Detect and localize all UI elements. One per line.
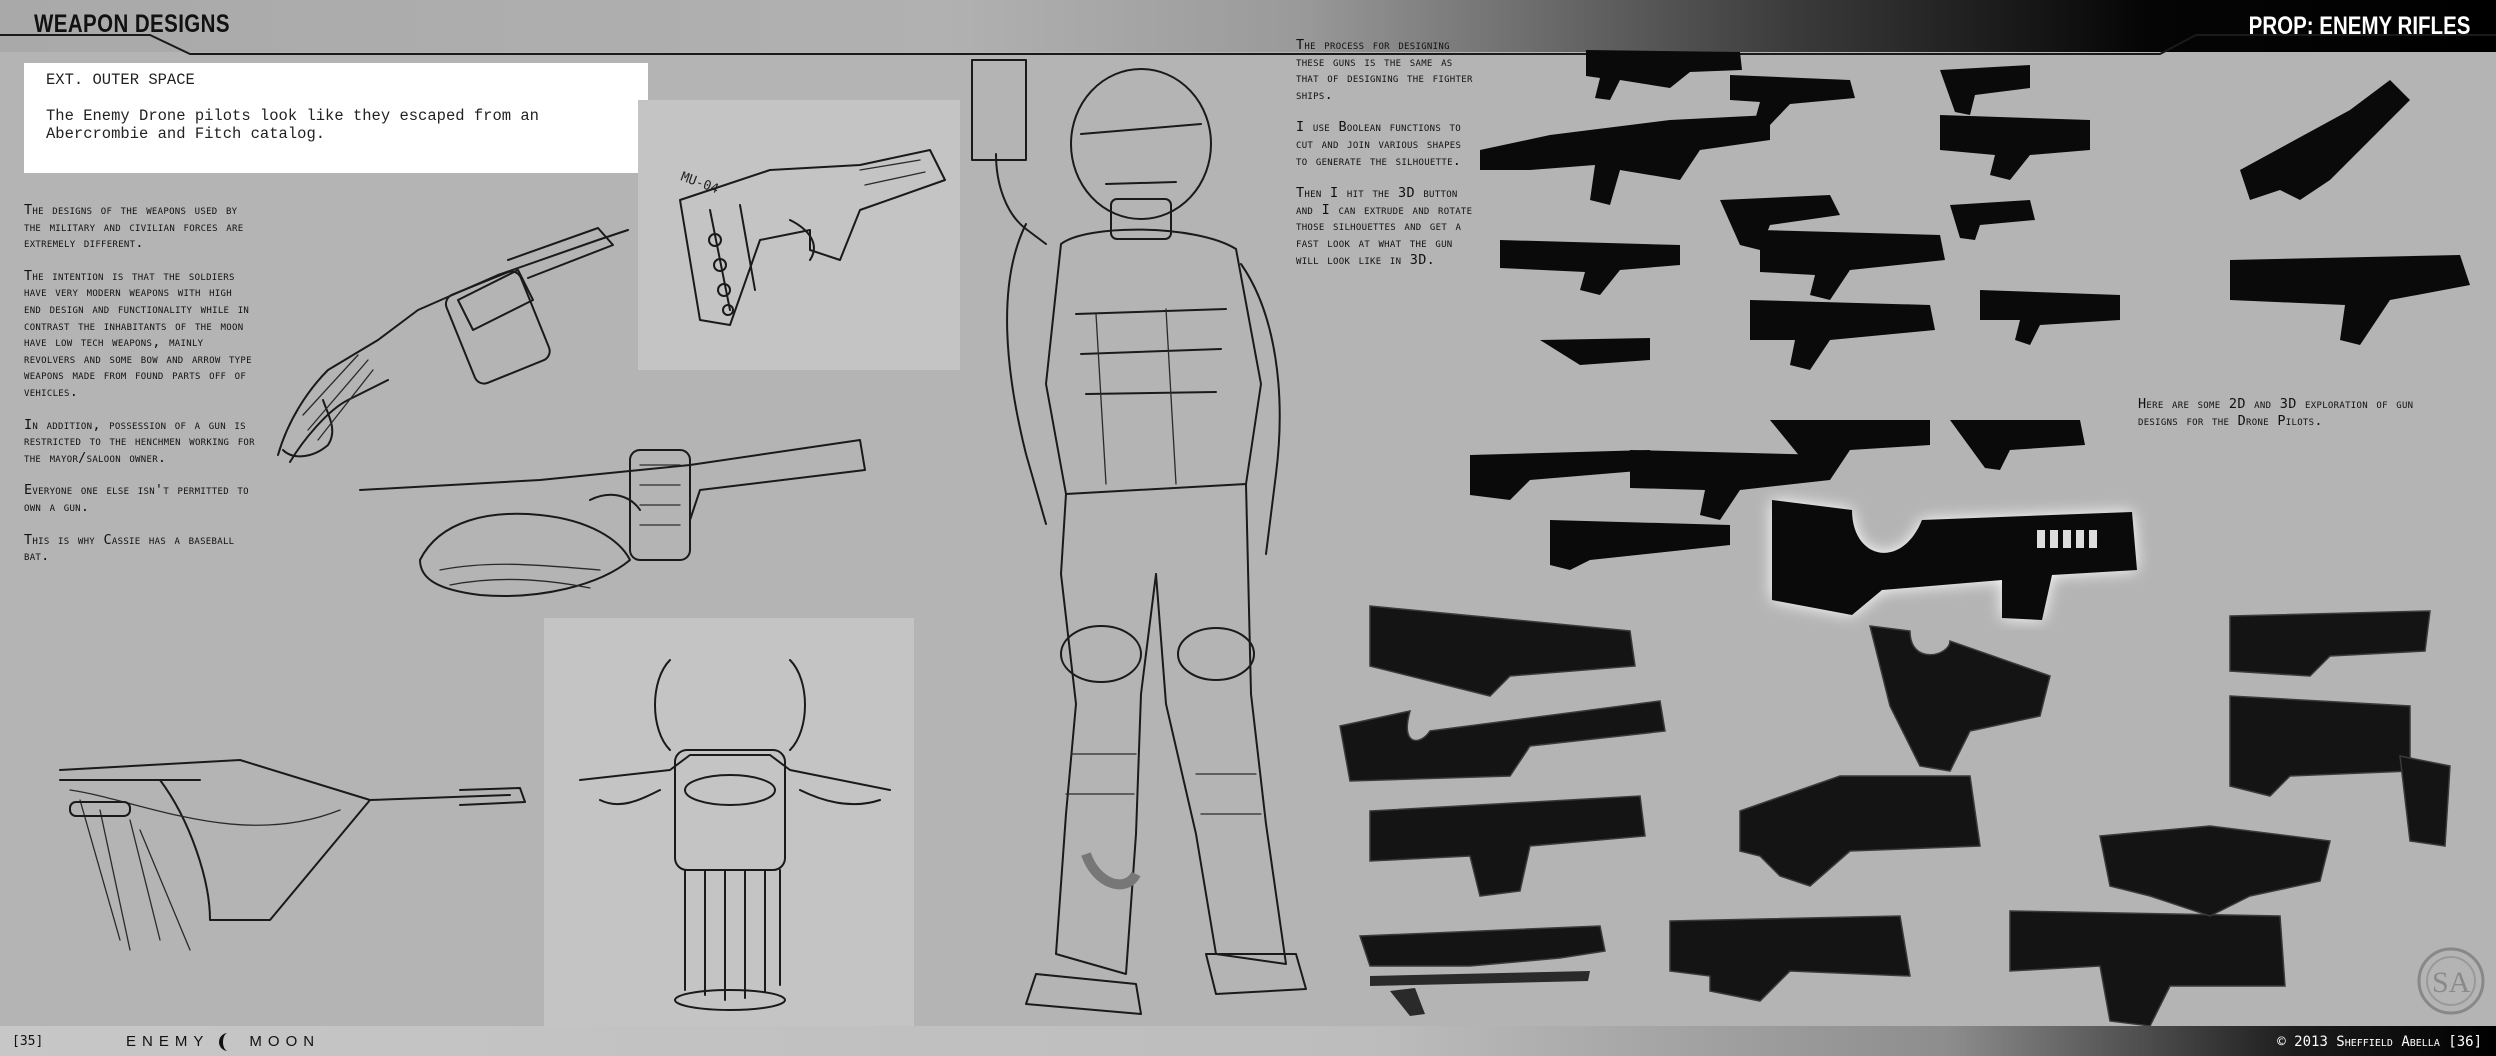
exploration-note: Here are some 2D and 3D exploration of g… [2138,396,2414,429]
script-line: The Enemy Drone pilots look like they es… [46,107,539,143]
left-description: The designs of the weapons used by the m… [24,202,256,581]
sa-monogram-icon: SA [2417,947,2485,1015]
footer-bar: [35] ENEMY MOON © 2013 Sheffield Abella … [0,1026,2496,1056]
paragraph: In addition, possession of a gun is rest… [24,416,255,466]
moon-icon [219,1033,237,1051]
sketch-paper [544,618,914,1028]
page-number-left: [35] [12,1034,44,1049]
sketch-paper [638,100,960,370]
svg-text:SA: SA [2432,966,2471,999]
logo-word-right: MOON [249,1032,321,1050]
paragraph: This is why Cassie has a baseball bat. [24,531,235,565]
header-divider [0,34,2496,55]
gun-silhouettes-right [2230,80,2470,345]
paragraph: I use Boolean functions to cut and join … [1296,119,1462,169]
script-excerpt: EXT. OUTER SPACE The Enemy Drone pilots … [24,63,648,173]
enemy-moon-logo: ENEMY MOON [126,1033,320,1051]
page-title: WEAPON DESIGNS [34,10,230,38]
script-heading: EXT. OUTER SPACE [46,71,195,89]
drone-pilot-sketch [971,59,1307,1015]
header-bar: WEAPON DESIGNS PROP: ENEMY RIFLES [0,0,2496,52]
revolver-hand-sketch [359,439,866,597]
featured-rifle-silhouette [1772,500,2137,620]
box-pistol-sketch: MU-04 [679,149,946,326]
revolver-rifle-sketch [277,227,629,463]
rendered-guns [1339,605,2451,1027]
paragraph: The designs of the weapons used by the m… [24,202,244,252]
paragraph: Then I hit the 3D button and I can extru… [1296,185,1473,268]
process-description: The process for designing these guns is … [1296,37,1478,284]
crossbow-sketch [59,759,526,951]
gatling-sketch [579,659,891,1011]
paragraph: The intention is that the soldiers have … [24,267,252,400]
logo-word-left: ENEMY [126,1032,210,1050]
copyright: © 2013 Sheffield Abella [36] [2277,1034,2482,1050]
paragraph: The process for designing these guns is … [1296,37,1473,103]
gun-silhouettes [1470,50,2120,570]
paragraph: Everyone one else isn't permitted to own… [24,482,249,515]
